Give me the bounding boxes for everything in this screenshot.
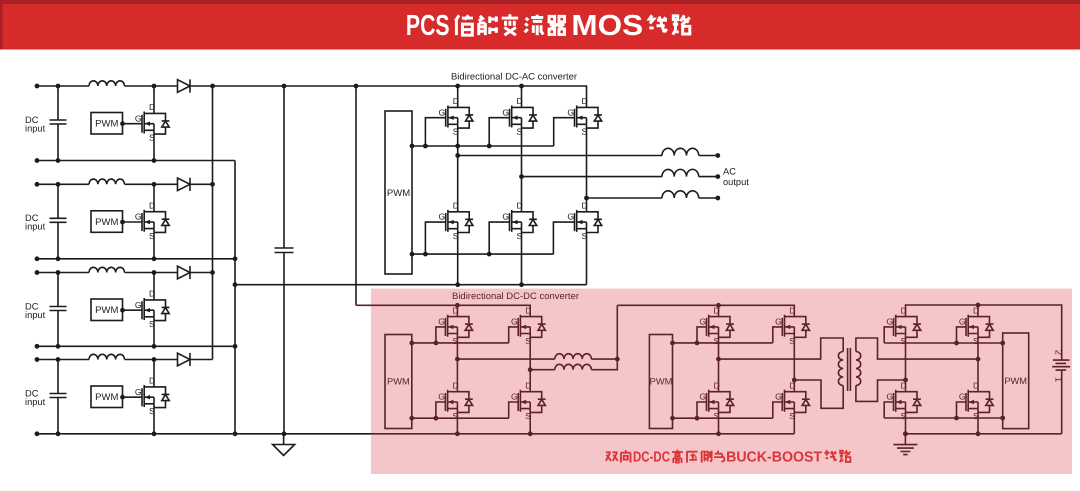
svg-text:PWM: PWM xyxy=(95,217,118,228)
svg-text:PWM: PWM xyxy=(1004,376,1027,386)
svg-text:input: input xyxy=(25,397,46,407)
svg-text:input: input xyxy=(25,222,46,232)
svg-text:BUCK-BOOST: BUCK-BOOST xyxy=(726,449,822,465)
svg-text:DC: DC xyxy=(25,388,39,398)
svg-text:PWM: PWM xyxy=(387,377,410,387)
svg-text:Bidirectional DC-DC converter: Bidirectional DC-DC converter xyxy=(452,291,579,301)
svg-text:DC: DC xyxy=(25,213,39,223)
svg-text:PWM: PWM xyxy=(95,392,118,403)
svg-text:Bidirectional DC-AC converter: Bidirectional DC-AC converter xyxy=(451,72,577,82)
svg-text:DC: DC xyxy=(25,115,39,125)
svg-text:PCS: PCS xyxy=(406,10,450,42)
svg-text:input: input xyxy=(25,123,46,133)
svg-text:MOS: MOS xyxy=(571,10,643,42)
svg-text:PWM: PWM xyxy=(95,305,118,316)
svg-text:2: 2 xyxy=(1052,350,1063,355)
svg-text:AC: AC xyxy=(723,166,736,176)
svg-text:1: 1 xyxy=(1052,377,1063,382)
svg-text:input: input xyxy=(25,310,46,320)
svg-text:PWM: PWM xyxy=(650,377,673,387)
svg-text:PWM: PWM xyxy=(387,188,410,199)
svg-text:DC: DC xyxy=(25,301,39,311)
svg-text:PWM: PWM xyxy=(95,119,118,130)
svg-text:DC-DC: DC-DC xyxy=(633,449,670,465)
svg-text:output: output xyxy=(723,177,749,187)
